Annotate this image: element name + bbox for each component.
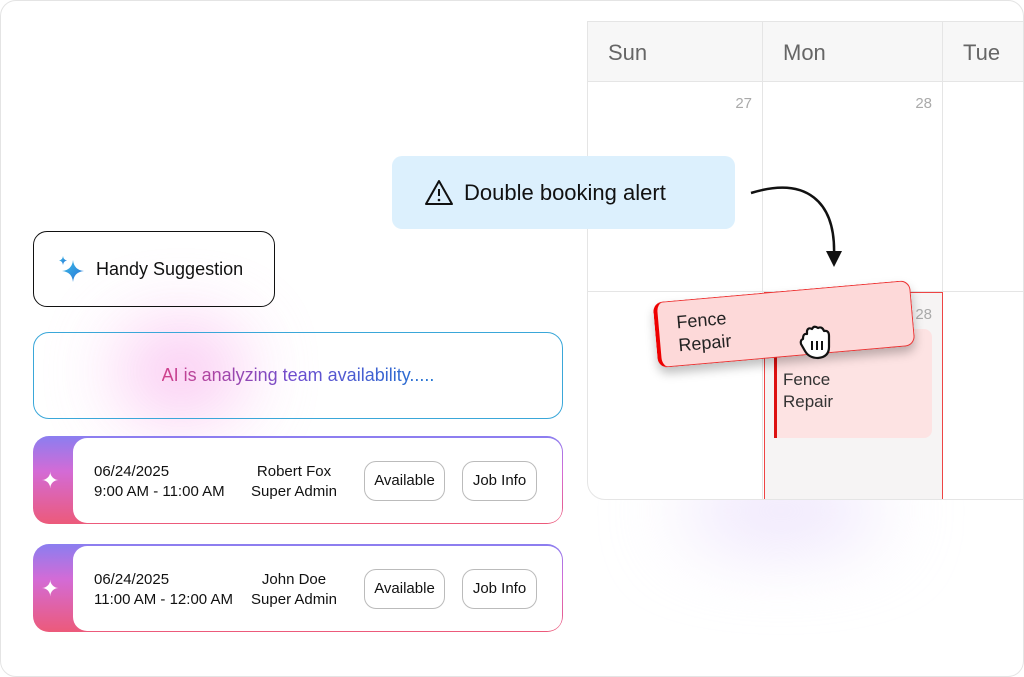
available-button[interactable]: Available — [364, 460, 445, 501]
calendar: Sun Mon Tue 27 28 28 — [587, 21, 1023, 500]
date-number: 28 — [915, 306, 932, 323]
job-info-button[interactable]: Job Info — [462, 568, 537, 609]
day-cell[interactable]: 27 — [588, 82, 763, 292]
handy-suggestion-button[interactable]: Handy Suggestion — [33, 231, 275, 307]
ai-status-text: AI is analyzing team availability..... — [161, 365, 435, 385]
day-header-tue: Tue — [943, 22, 1023, 82]
event-title: Fence — [783, 370, 831, 389]
day-cell[interactable] — [943, 82, 1023, 292]
sparkle-icon: ✦ — [41, 576, 60, 601]
row-name: John Doe — [261, 570, 327, 588]
date-number: 28 — [915, 95, 932, 112]
warning-triangle-icon — [425, 179, 453, 205]
suggestion-label: Handy Suggestion — [96, 258, 244, 279]
sparkle-icon: ✦ — [41, 468, 60, 493]
suggestion-row: ✦ 06/24/2025 11:00 AM - 12:00 AM John Doe… — [33, 544, 563, 632]
row-date: 06/24/2025 — [94, 462, 170, 480]
row-time: 9:00 AM - 11:00 AM — [94, 482, 225, 500]
suggestion-row: ✦ 06/24/2025 9:00 AM - 11:00 AM Robert Fo… — [33, 436, 563, 524]
day-cell[interactable] — [588, 292, 763, 499]
row-role: Super Admin — [251, 590, 337, 608]
day-header-sun: Sun — [588, 22, 763, 82]
arrow-icon — [750, 186, 842, 267]
sparkle-icon — [59, 256, 84, 282]
row-name: Robert Fox — [256, 462, 332, 480]
grab-hand-cursor-icon — [799, 325, 831, 360]
double-booking-alert: Double booking alert — [392, 156, 735, 229]
row-time: 11:00 AM - 12:00 AM — [94, 590, 233, 608]
row-role: Super Admin — [251, 482, 337, 500]
glow — [121, 331, 241, 411]
ai-status-box: AI is analyzing team availability..... — [33, 332, 563, 419]
day-header-mon: Mon — [763, 22, 943, 82]
row-date: 06/24/2025 — [94, 570, 170, 588]
date-number: 27 — [735, 95, 752, 112]
job-info-button[interactable]: Job Info — [462, 460, 537, 501]
available-button[interactable]: Available — [364, 568, 445, 609]
event-title: Repair — [783, 392, 834, 411]
alert-text: Double booking alert — [464, 179, 666, 205]
